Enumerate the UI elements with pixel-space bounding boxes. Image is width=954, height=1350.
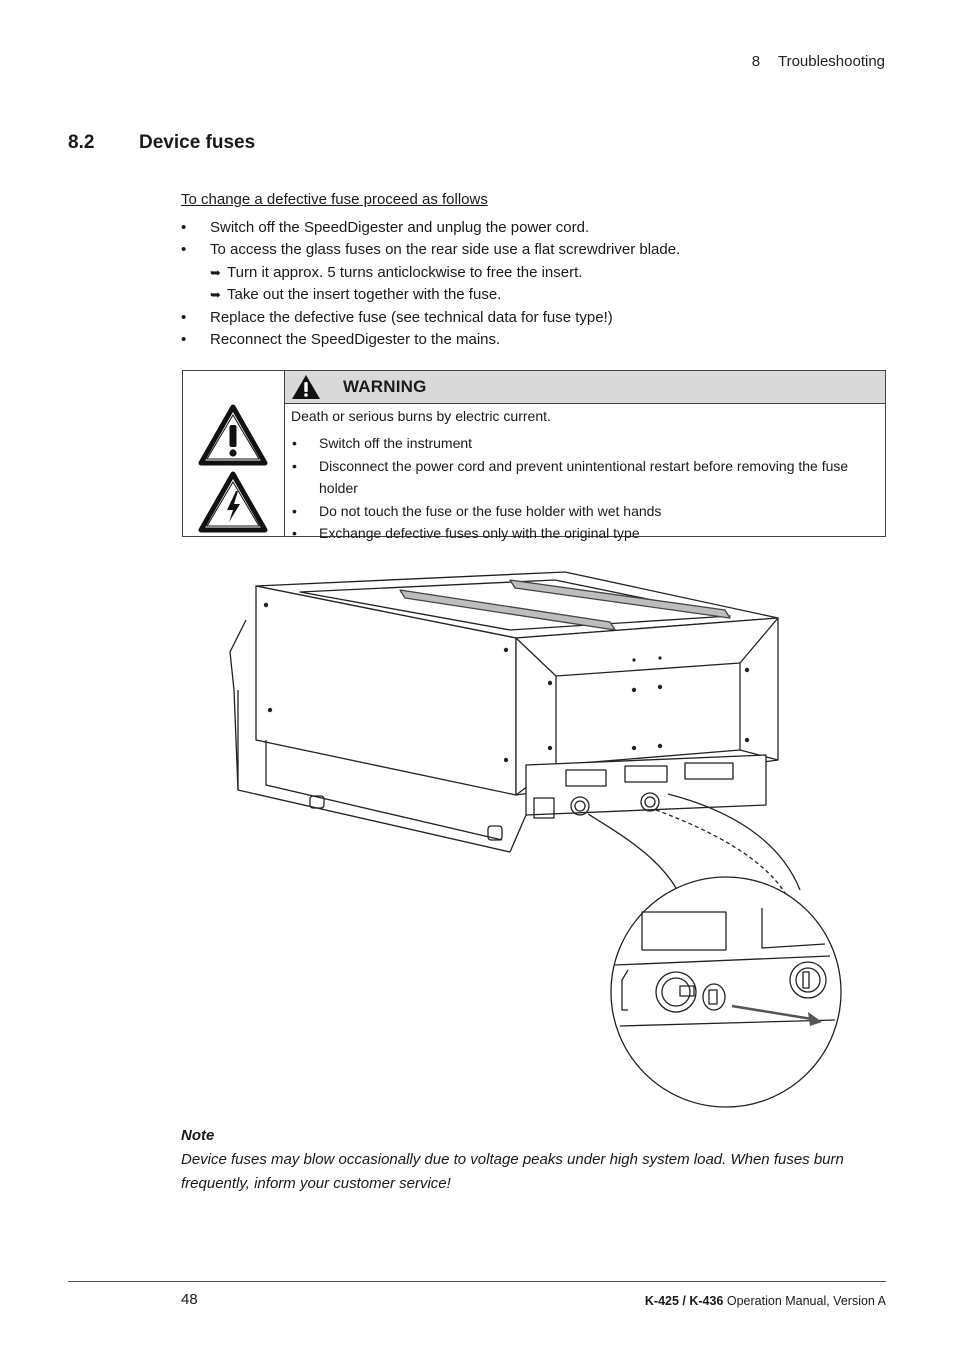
warning-icon-column <box>183 371 285 536</box>
note-title: Note <box>181 1127 215 1144</box>
warning-item: •Switch off the instrument <box>292 435 473 451</box>
section-number: 8.2 <box>68 132 95 153</box>
result-item: ➥Turn it approx. 5 turns anticlockwise t… <box>181 262 881 284</box>
direction-arrow-icon <box>808 1012 822 1026</box>
warning-item: •Exchange defective fuses only with the … <box>292 525 640 541</box>
warning-item: •Do not touch the fuse or the fuse holde… <box>292 502 662 519</box>
running-header: 8 Troubleshooting <box>752 53 885 70</box>
warning-header: WARNING <box>285 371 885 404</box>
electric-hazard-icon <box>198 471 268 533</box>
chapter-number: 8 <box>751 53 761 70</box>
step-item: •Replace the defective fuse (see technic… <box>181 308 613 326</box>
warning-body: Death or serious burns by electric curre… <box>291 408 879 545</box>
warning-title: WARNING <box>343 377 427 396</box>
chapter-title: Troubleshooting <box>777 53 885 70</box>
footer-document-title: K-425 / K-436 Operation Manual, Version … <box>645 1294 886 1308</box>
page-number: 48 <box>181 1291 198 1308</box>
section-title: Device fuses <box>139 132 256 153</box>
note-text: Device fuses may blow occasionally due t… <box>181 1151 844 1192</box>
step-item: •Reconnect the SpeedDigester to the main… <box>181 331 501 349</box>
footer-model: K-425 / K-436 <box>644 1294 724 1308</box>
general-warning-icon <box>198 404 268 466</box>
footer-divider <box>68 1281 886 1282</box>
warning-item: •Disconnect the power cord and prevent u… <box>292 457 849 497</box>
warning-triangle-icon <box>292 375 320 399</box>
result-arrow-icon: ➥ <box>210 264 221 280</box>
fuse-location-illustration <box>229 571 842 1108</box>
step-item: •Switch off the SpeedDigester and unplug… <box>181 219 590 236</box>
warning-box: WARNING Death or serious burns by electr… <box>182 370 886 541</box>
procedure-intro: To change a defective fuse proceed as fo… <box>181 191 488 208</box>
step-item: •To access the glass fuses on the rear s… <box>181 241 681 259</box>
result-item: ➥Take out the insert together with the f… <box>181 284 881 306</box>
warning-lead: Death or serious burns by electric curre… <box>291 408 551 424</box>
procedure-steps: •Switch off the SpeedDigester and unplug… <box>181 217 881 351</box>
footer-doc: Operation Manual, Version A <box>726 1294 886 1308</box>
hazard-icons <box>198 404 268 533</box>
section-heading: 8.2 Device fuses <box>68 132 255 154</box>
result-arrow-icon: ➥ <box>210 287 221 303</box>
